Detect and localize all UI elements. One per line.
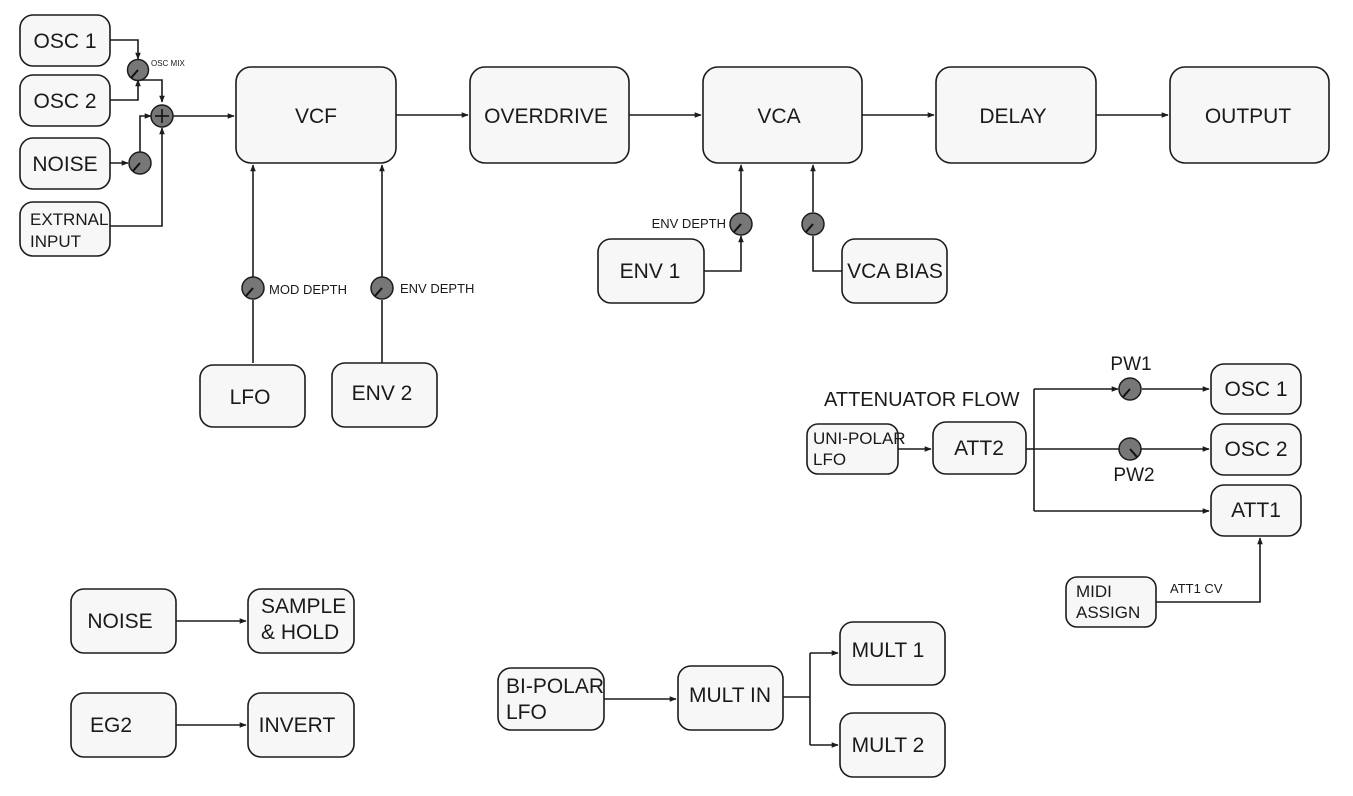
delay-label: DELAY: [979, 105, 1046, 128]
vcf-env-depth-knob[interactable]: [370, 276, 394, 300]
unipolar-lfo-box[interactable]: UNI-POLAR LFO: [806, 423, 906, 475]
vca-box[interactable]: VCA: [702, 66, 863, 164]
wire-osc1-to-mix: [110, 39, 141, 60]
vca-bias-label: VCA BIAS: [847, 260, 943, 283]
att2-box[interactable]: ATT2: [932, 421, 1027, 475]
vcf-box[interactable]: VCF: [235, 66, 397, 164]
output-box[interactable]: OUTPUT: [1169, 66, 1330, 164]
att1-label: ATT1: [1231, 499, 1281, 522]
mult1-label: MULT 1: [852, 639, 925, 662]
mod-depth-knob[interactable]: [241, 276, 265, 300]
mult-in-box[interactable]: MULT IN: [677, 665, 784, 731]
mult-in-label: MULT IN: [689, 684, 771, 707]
external-input-box[interactable]: EXTRNAL INPUT: [19, 201, 111, 257]
invert-box[interactable]: INVERT: [247, 692, 355, 758]
att1-box[interactable]: ATT1: [1210, 484, 1302, 537]
att-osc1-box[interactable]: OSC 1: [1210, 363, 1302, 415]
mult1-box[interactable]: MULT 1: [839, 621, 946, 686]
wire-noise-knob-to-sum: [139, 113, 152, 152]
noise-input-box[interactable]: NOISE: [19, 137, 111, 190]
bipolar-lfo-box[interactable]: BI-POLAR LFO: [497, 667, 605, 731]
mixer-sum-junction: [150, 104, 174, 128]
wire-mix-to-sum: [138, 79, 165, 103]
pw2-knob[interactable]: [1118, 437, 1142, 461]
osc-mix-label: OSC MIX: [151, 59, 185, 68]
vca-bias-box[interactable]: VCA BIAS: [841, 238, 948, 304]
sample-hold-box[interactable]: SAMPLE & HOLD: [247, 588, 355, 654]
wire-external-to-sum: [110, 127, 165, 227]
env2-box[interactable]: ENV 2: [331, 362, 438, 428]
output-label: OUTPUT: [1205, 105, 1292, 128]
delay-box[interactable]: DELAY: [935, 66, 1097, 164]
att-osc2-box[interactable]: OSC 2: [1210, 423, 1302, 476]
lfo-label: LFO: [230, 386, 271, 409]
osc2-input-label: OSC 2: [33, 90, 96, 113]
sample-hold-label-line2: & HOLD: [261, 621, 339, 644]
external-input-label-line2: INPUT: [30, 232, 81, 251]
osc2-input-box[interactable]: OSC 2: [19, 74, 111, 127]
wire-osc2-to-mix: [110, 79, 141, 101]
wire-midi-to-att1: [1156, 537, 1263, 603]
wire-vca-bias-to-knob: [812, 236, 842, 272]
osc-mix-knob[interactable]: [126, 58, 150, 82]
att-osc2-label: OSC 2: [1224, 438, 1287, 461]
osc1-input-box[interactable]: OSC 1: [19, 14, 111, 67]
osc1-input-label: OSC 1: [33, 30, 96, 53]
pw1-knob[interactable]: [1118, 377, 1142, 401]
invert-label: INVERT: [259, 714, 336, 737]
att2-label: ATT2: [954, 437, 1004, 460]
eg2-box[interactable]: EG2: [70, 692, 177, 758]
util-noise-label: NOISE: [87, 610, 152, 633]
unipolar-lfo-label-line2: LFO: [813, 450, 846, 469]
sample-hold-label-line1: SAMPLE: [261, 595, 346, 618]
wire-env1-to-knob: [704, 235, 744, 272]
env1-box[interactable]: ENV 1: [597, 238, 705, 304]
env2-label: ENV 2: [352, 382, 413, 405]
attenuator-flow-title: ATTENUATOR FLOW: [824, 389, 1020, 411]
vca-env-depth-knob[interactable]: [729, 212, 753, 236]
external-input-label-line1: EXTRNAL: [30, 210, 108, 229]
att1-cv-label: ATT1 CV: [1170, 581, 1223, 596]
util-noise-box[interactable]: NOISE: [70, 588, 177, 654]
midi-assign-label-line1: MIDI: [1076, 582, 1112, 601]
eg2-label: EG2: [90, 714, 132, 737]
overdrive-label: OVERDRIVE: [484, 105, 608, 128]
env1-label: ENV 1: [620, 260, 681, 283]
mult2-label: MULT 2: [852, 734, 925, 757]
vca-env-depth-label: ENV DEPTH: [652, 216, 726, 231]
bipolar-lfo-label-line2: LFO: [506, 701, 547, 724]
overdrive-box[interactable]: OVERDRIVE: [469, 66, 630, 164]
unipolar-lfo-label-line1: UNI-POLAR: [813, 429, 906, 448]
mod-depth-label: MOD DEPTH: [269, 282, 347, 297]
lfo-box[interactable]: LFO: [199, 364, 306, 428]
midi-assign-box[interactable]: MIDI ASSIGN: [1065, 576, 1157, 628]
vcf-label: VCF: [295, 105, 337, 128]
noise-level-knob[interactable]: [128, 151, 152, 175]
att-osc1-label: OSC 1: [1224, 378, 1287, 401]
pw2-label: PW2: [1113, 465, 1154, 486]
pw1-label: PW1: [1110, 354, 1151, 375]
bipolar-lfo-label-line1: BI-POLAR: [506, 675, 604, 698]
vca-label: VCA: [757, 105, 800, 128]
mult2-box[interactable]: MULT 2: [839, 712, 946, 778]
vcf-env-depth-label: ENV DEPTH: [400, 281, 474, 296]
noise-input-label: NOISE: [32, 153, 97, 176]
midi-assign-label-line2: ASSIGN: [1076, 603, 1140, 622]
vca-bias-knob[interactable]: [801, 212, 825, 236]
